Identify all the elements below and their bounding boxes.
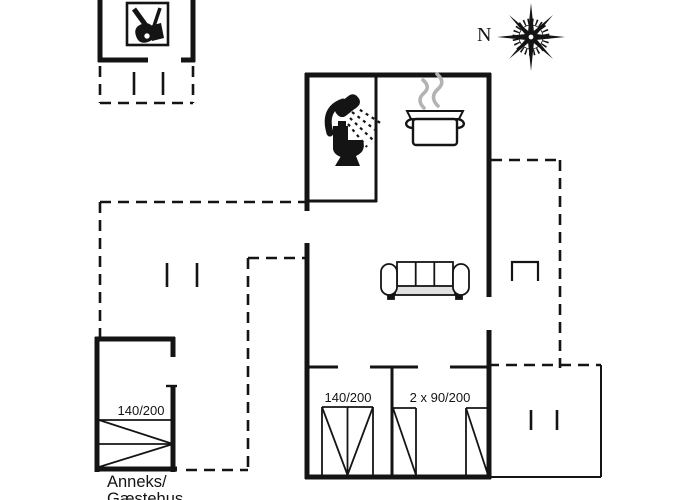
- single-bed-icon: [465, 407, 489, 476]
- annex-name-line1: Anneks/: [107, 473, 167, 491]
- double-bed-icon: [321, 406, 374, 476]
- bedroom-walls: [307, 365, 489, 476]
- annex-double-bed-icon: [98, 419, 174, 468]
- bottom-right-terrace: [488, 363, 602, 478]
- annex-bed-size-label: 140/200: [117, 403, 165, 418]
- annex-name-line2: Gæstehus: [107, 490, 184, 500]
- cooking-pot-icon: [405, 72, 465, 147]
- shower-icon: [324, 94, 383, 148]
- compass-north-label: N: [477, 24, 492, 46]
- right-terrace: [491, 158, 562, 368]
- toilet-icon: [333, 121, 364, 166]
- shed-terrace: [98, 66, 195, 105]
- shed-walls: [97, 0, 196, 63]
- garden-tools-icon: [125, 1, 170, 47]
- compass-rose-icon: [497, 3, 565, 71]
- single-bed-icon: [392, 407, 417, 476]
- bedroom2-bed-size-label: 2 x 90/200: [409, 390, 471, 405]
- bedroom1-bed-size-label: 140/200: [324, 390, 372, 405]
- steps-marker: [510, 260, 540, 281]
- annex-name: Anneks/ Gæstehus: [107, 474, 183, 500]
- bathroom-walls: [307, 75, 378, 203]
- annex-walls: [94, 336, 177, 472]
- left-terrace: [98, 200, 305, 472]
- sofa-icon: [380, 261, 470, 300]
- main-house-walls: [304, 72, 492, 480]
